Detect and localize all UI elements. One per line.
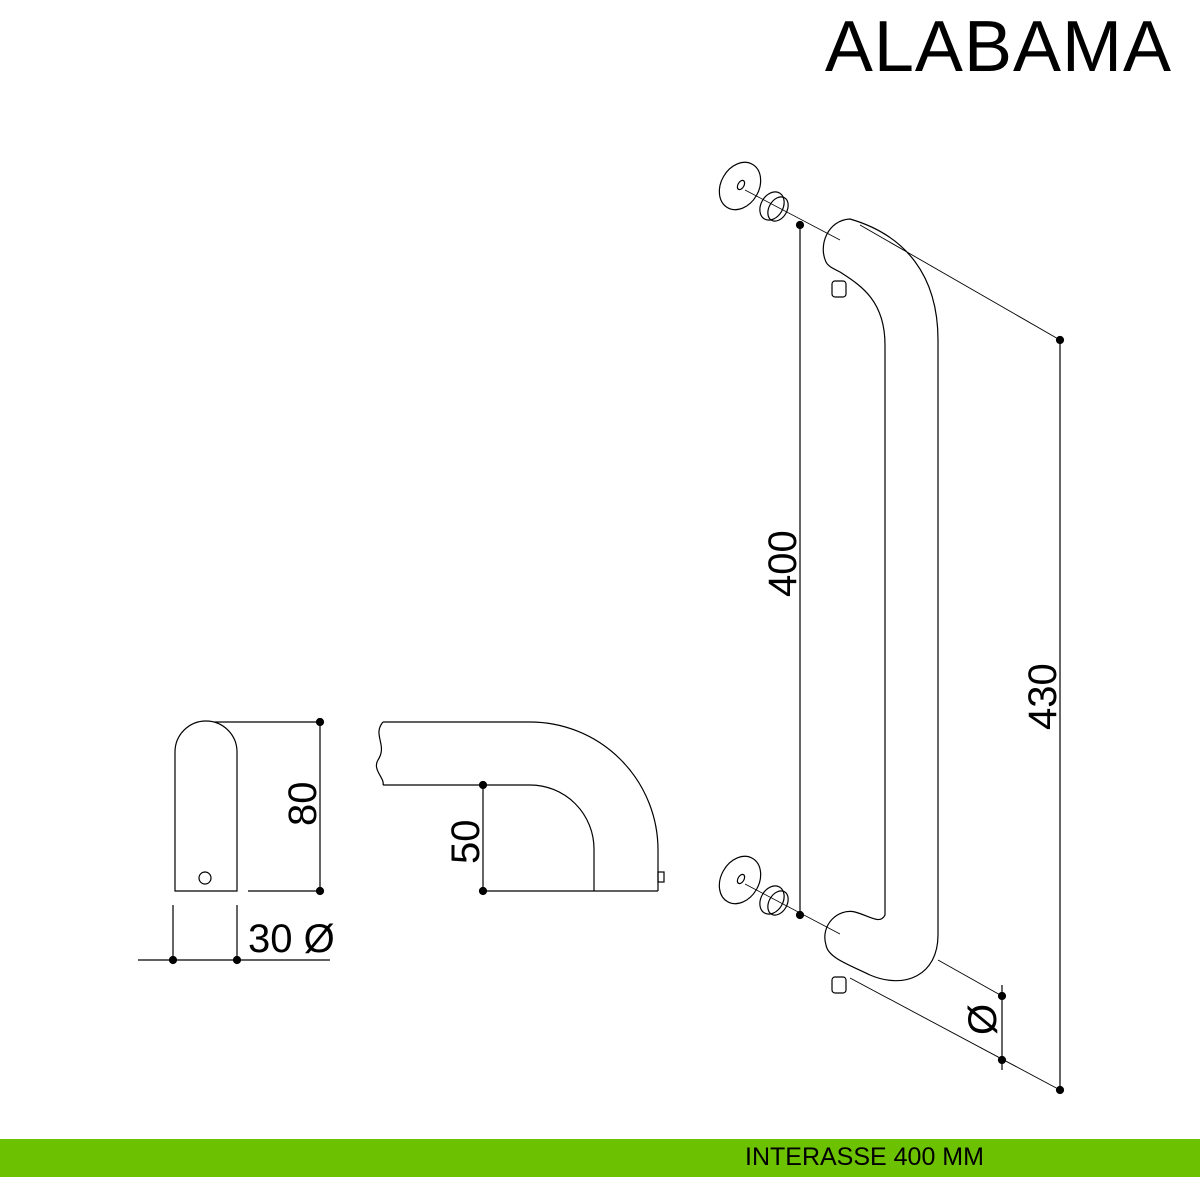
dimension-diameter: Ø	[961, 1004, 1005, 1035]
dimension-430: 430	[1021, 663, 1065, 730]
dimension-50: 50	[444, 820, 488, 865]
footer-bar: INTERASSE 400 MM	[0, 1139, 1200, 1177]
handle-view: 400 430 Ø	[718, 161, 1065, 1095]
side-view: 80 30 Ø	[138, 717, 335, 965]
bend-view: 50	[375, 721, 665, 896]
product-title: ALABAMA	[824, 7, 1172, 87]
dimension-30-diameter: 30 Ø	[248, 917, 335, 961]
dimension-80: 80	[281, 782, 325, 827]
dimension-400: 400	[761, 530, 805, 597]
footer-label: INTERASSE 400 MM	[745, 1143, 984, 1171]
